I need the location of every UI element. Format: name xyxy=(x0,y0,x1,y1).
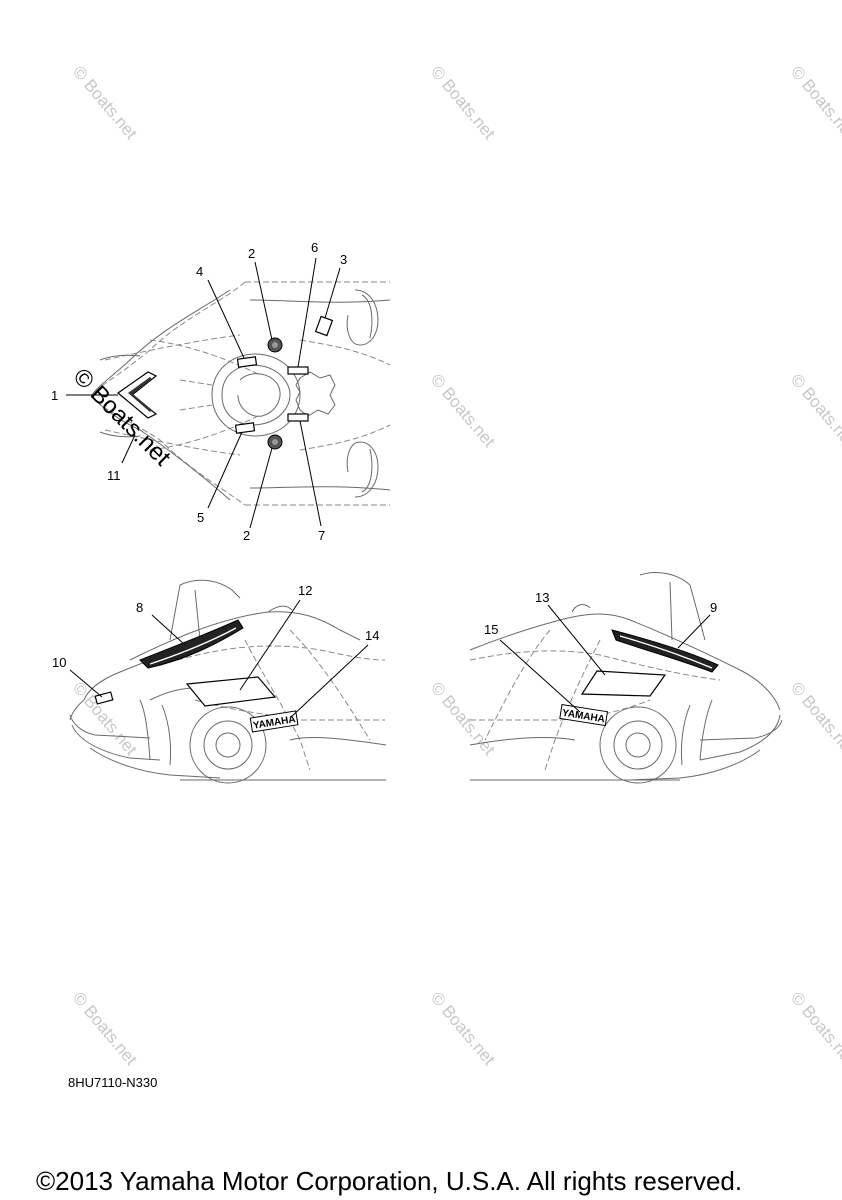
callout-label: 5 xyxy=(197,510,204,525)
callout-label: 10 xyxy=(52,655,66,670)
watermark: © Boats.net xyxy=(787,62,842,143)
watermark: © Boats.net xyxy=(69,678,141,759)
watermark: © Boats.net xyxy=(69,62,141,143)
left-side-view-drawing: YAMAHA xyxy=(69,579,387,784)
watermarks: © Boats.net © Boats.net © Boats.net © Bo… xyxy=(69,62,842,1069)
callout-label: 11 xyxy=(107,468,121,483)
watermark-large: © Boats.net xyxy=(68,363,176,471)
parts-diagram: © Boats.net © Boats.net © Boats.net © Bo… xyxy=(51,62,842,1069)
diagram-part-code: 8HU7110-N330 xyxy=(68,1075,158,1090)
watermark: © Boats.net xyxy=(427,988,499,1069)
watermark: © Boats.net xyxy=(427,678,499,759)
watermark: © Boats.net xyxy=(787,678,842,759)
callout-label: 1 xyxy=(51,388,58,403)
callout-label: 4 xyxy=(196,264,203,279)
copyright-notice: ©2013 Yamaha Motor Corporation, U.S.A. A… xyxy=(36,1166,743,1196)
callout-label: 9 xyxy=(710,600,717,615)
callout-label: 6 xyxy=(311,240,318,255)
callout-label: 8 xyxy=(136,600,143,615)
watermark: © Boats.net xyxy=(427,62,499,143)
callout-label: 7 xyxy=(318,528,325,543)
watermark: © Boats.net xyxy=(427,370,499,451)
right-side-view-drawing: YAMAHA xyxy=(469,572,783,784)
watermark: © Boats.net xyxy=(69,988,141,1069)
left-view-callouts: 8 10 12 14 xyxy=(52,583,379,719)
callout-label: 2 xyxy=(248,246,255,261)
right-view-callouts: 9 13 15 xyxy=(484,590,717,713)
callout-label: 13 xyxy=(535,590,549,605)
callout-label: 3 xyxy=(340,252,347,267)
watermark: © Boats.net xyxy=(787,988,842,1069)
callout-label: 2 xyxy=(243,528,250,543)
top-view-drawing xyxy=(91,281,391,506)
watermark: © Boats.net xyxy=(787,370,842,451)
callout-label: 15 xyxy=(484,622,498,637)
callout-label: 14 xyxy=(365,628,379,643)
callout-label: 12 xyxy=(298,583,312,598)
top-view-callouts: 1 2 2 3 4 5 6 7 11 xyxy=(51,240,347,543)
